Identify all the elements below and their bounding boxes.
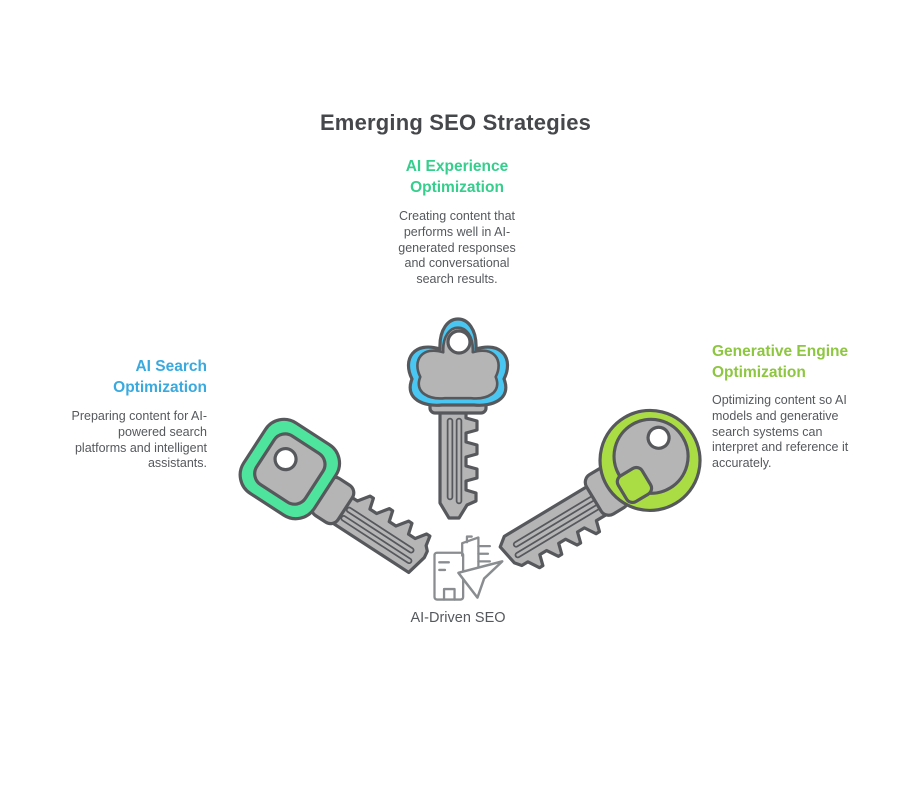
cloud-key-icon: [402, 307, 514, 527]
center-label: AI-Driven SEO: [410, 610, 506, 626]
description-ai-search-optimization: Preparing content for AI- powered search…: [71, 409, 208, 471]
heading-ai-search-optimization: AI Search Optimization: [113, 358, 207, 396]
round-key-icon: [464, 388, 726, 606]
heading-generative-engine-optimization: Generative Engine Optimization: [712, 343, 849, 381]
page-title: Emerging SEO Strategies: [319, 110, 592, 135]
square-key-icon: [217, 397, 478, 620]
description-ai-experience-optimization: Creating content that performs well in A…: [398, 209, 516, 287]
description-generative-engine-optimization: Optimizing content so AI models and gene…: [712, 393, 849, 471]
building-cursor-icon: [424, 533, 508, 605]
heading-ai-experience-optimization: AI Experience Optimization: [405, 158, 509, 196]
